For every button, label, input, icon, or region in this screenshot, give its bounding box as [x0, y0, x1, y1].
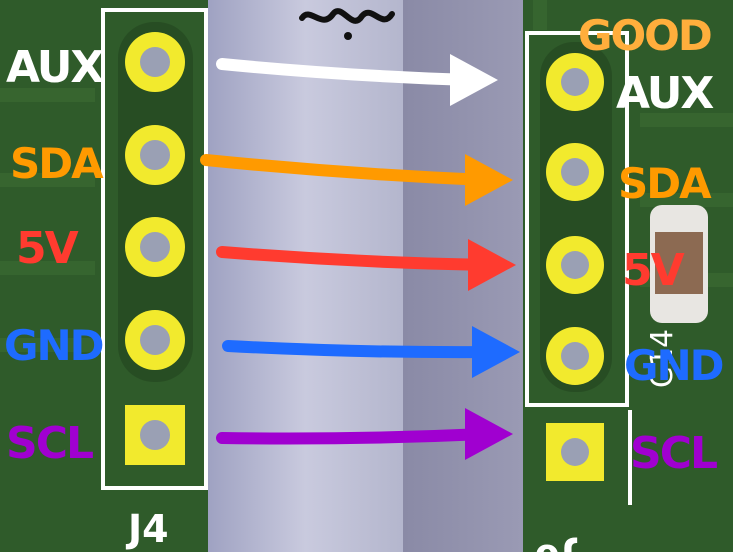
- left-labels: AUX SDA 5V GND SCL: [4, 42, 106, 469]
- j4-outline: [101, 8, 208, 490]
- c14-label: C14: [645, 329, 680, 388]
- j6-pads: [546, 53, 604, 481]
- left-label-5v: 5V: [16, 223, 79, 274]
- signal-arrows: [200, 54, 520, 460]
- capacitor-c14: C14: [645, 205, 708, 388]
- j4-pad-hole: [140, 420, 170, 450]
- status-good: GOOD: [578, 11, 711, 60]
- right-label-aux: AUX: [616, 68, 714, 119]
- j4-pad-hole: [140, 325, 170, 355]
- arrow-sda-head: [465, 154, 513, 206]
- right-labels: AUX SDA 5V GND SCL: [616, 68, 725, 479]
- left-label-scl: SCL: [6, 418, 93, 469]
- j6-pad-hole: [561, 251, 589, 279]
- j4-pad-hole: [140, 140, 170, 170]
- copper-traces: [0, 0, 733, 352]
- j6-designator: J6: [534, 536, 578, 552]
- right-label-sda: SDA: [618, 159, 712, 208]
- right-label-gnd: GND: [624, 341, 723, 390]
- j6-pad-strip: [540, 42, 612, 392]
- arrow-gnd-head: [472, 326, 520, 378]
- j6-pad-hole: [561, 438, 589, 466]
- ribbon-cable-left: [208, 0, 403, 552]
- j6-outline: [525, 31, 629, 407]
- right-label-5v: 5V: [622, 245, 685, 296]
- connector-j6: [525, 31, 632, 505]
- arrow-5v-shaft: [216, 246, 494, 271]
- j6-pad-hole: [561, 68, 589, 96]
- j6-pad-hole: [561, 158, 589, 186]
- arrow-aux-head: [450, 54, 498, 106]
- arrow-gnd-shaft: [222, 340, 498, 359]
- c14-middle: [655, 232, 703, 294]
- j4-pads: [125, 32, 185, 465]
- right-label-scl: SCL: [630, 428, 717, 479]
- left-label-gnd: GND: [4, 321, 103, 370]
- arrow-scl-shaft: [216, 428, 491, 445]
- arrow-aux-shaft: [216, 58, 476, 86]
- j6-pad-hole: [561, 342, 589, 370]
- arrow-5v-head: [468, 239, 516, 291]
- j4-pad-hole: [140, 47, 170, 77]
- j4-designator: J4: [125, 507, 169, 551]
- scribble-mark: [299, 8, 395, 24]
- arrow-scl-head: [465, 408, 513, 460]
- scribble-dot: [344, 32, 352, 40]
- arrow-sda-shaft: [200, 154, 491, 186]
- left-label-aux: AUX: [6, 42, 104, 93]
- connector-j4: [101, 8, 208, 490]
- j4-pad-strip: [118, 22, 193, 382]
- j4-pad-hole: [140, 232, 170, 262]
- left-label-sda: SDA: [10, 139, 104, 188]
